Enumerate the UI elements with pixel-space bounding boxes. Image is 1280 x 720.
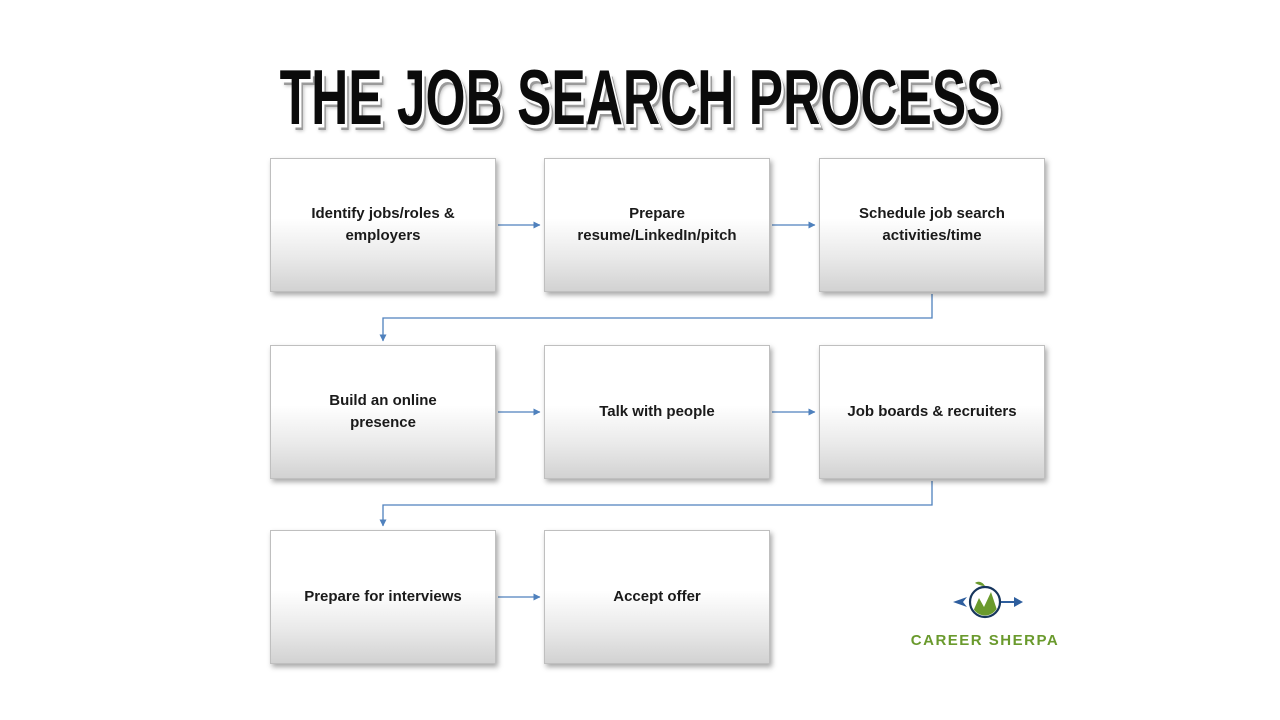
logo-right-arrow-icon: [1014, 597, 1023, 607]
diagram-title: THE JOB SEARCH PROCESS: [279, 53, 1001, 141]
connector-row2-to-row3: [379, 481, 933, 527]
box-talk-with-people: Talk with people: [544, 345, 770, 479]
logo-left-arrow-icon: [953, 597, 967, 607]
box-accept-offer: Accept offer: [544, 530, 770, 664]
box-accept-offer-label: Accept offer: [613, 588, 701, 606]
diagram-title-wrap: THE JOB SEARCH PROCESS: [0, 52, 1280, 140]
box-identify-jobs-label: Identify jobs/roles & employers: [311, 205, 455, 244]
box-schedule-activities-label: Schedule job search activities/time: [859, 205, 1005, 244]
box-prepare-interviews-label: Prepare for interviews: [304, 588, 462, 606]
logo-mountain-icon: [971, 592, 999, 616]
box-talk-with-people-label: Talk with people: [599, 403, 715, 421]
box-online-presence: Build an online presence: [270, 345, 496, 479]
box-identify-jobs: Identify jobs/roles & employers: [270, 158, 496, 292]
career-sherpa-wordmark: CAREER SHERPA: [910, 632, 1060, 649]
logo-sprout-icon: [975, 581, 985, 586]
career-sherpa-logo-icon: [953, 581, 1023, 619]
box-prepare-resume: Prepare resume/LinkedIn/pitch: [544, 158, 770, 292]
box-prepare-resume-label: Prepare resume/LinkedIn/pitch: [577, 205, 737, 244]
box-job-boards: Job boards & recruiters: [819, 345, 1045, 479]
box-schedule-activities: Schedule job search activities/time: [819, 158, 1045, 292]
career-sherpa-logo: CAREER SHERPA: [905, 576, 1065, 649]
connector-row1-to-row2: [379, 294, 933, 342]
box-prepare-interviews: Prepare for interviews: [270, 530, 496, 664]
box-job-boards-label: Job boards & recruiters: [847, 403, 1017, 421]
box-online-presence-label: Build an online presence: [329, 392, 437, 431]
